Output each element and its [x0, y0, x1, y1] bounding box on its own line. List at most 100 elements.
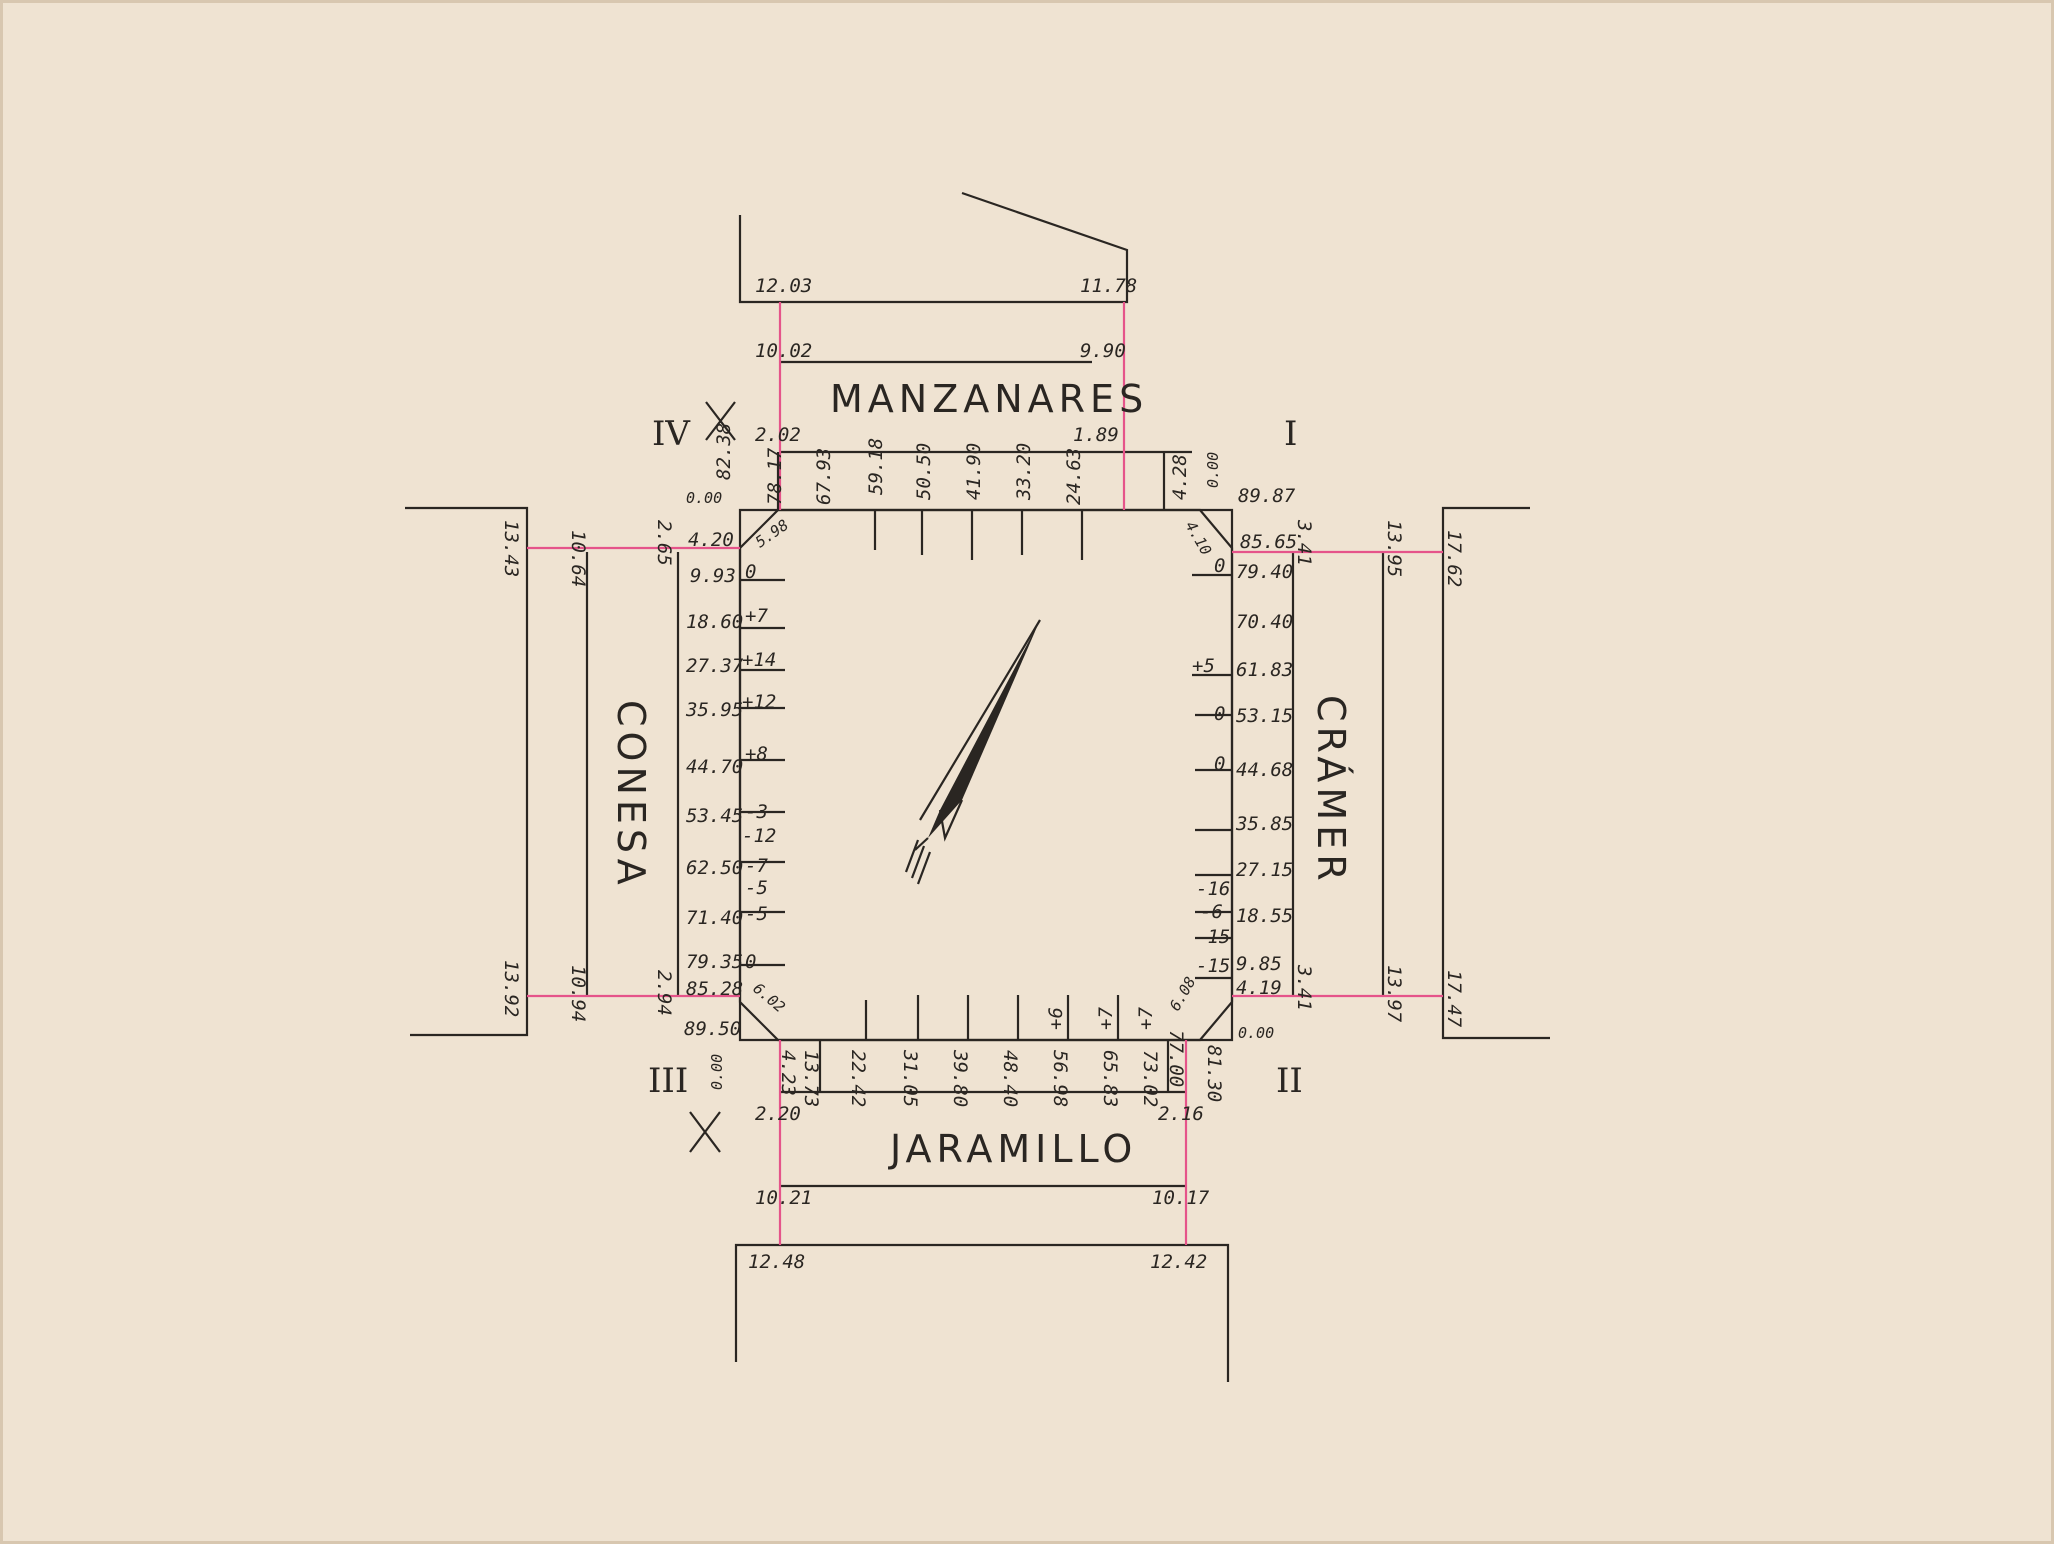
- south-right-dim-mid: 10.17: [1152, 1187, 1210, 1209]
- bottom-label-4-23: 4.23: [777, 1050, 799, 1096]
- bottom-label-81-30: 81.30: [1203, 1045, 1225, 1102]
- left-value-53-45: 53.45: [686, 805, 743, 827]
- east-bottom-dim-inner: 3.41: [1293, 964, 1315, 1011]
- corner-zero-ne: 0.00: [1204, 452, 1222, 488]
- east-top-dim-mid: 13.95: [1383, 520, 1405, 577]
- west-bottom-dim-outer: 13.92: [500, 960, 522, 1017]
- right-value-70-40: 70.40: [1236, 611, 1293, 633]
- block-chamfered-outline: [738, 508, 1234, 1042]
- left-value-71-40: 71.40: [686, 907, 743, 929]
- west-top-dim-outer: 13.43: [500, 520, 522, 577]
- east-street-far-line: [1441, 506, 1550, 1040]
- left-offset-plus-12: +12: [742, 691, 776, 713]
- north-right-dim-inner: 1.89: [1073, 424, 1119, 446]
- corner-cross-mark-nw: [705, 401, 736, 441]
- south-right-dim-inner: 2.16: [1158, 1103, 1204, 1125]
- quadrant-label-sw: III: [648, 1061, 688, 1101]
- left-value-35-95: 35.95: [685, 699, 743, 721]
- south-left-dim-outer: 12.48: [748, 1251, 805, 1273]
- west-bottom-dim-mid: 10.94: [567, 965, 589, 1022]
- quadrant-label-nw: IV: [652, 414, 691, 454]
- left-value-85-28: 85.28: [686, 978, 743, 1000]
- corner-zero-nw: 0.00: [686, 489, 722, 507]
- left-value-18-60: 18.60: [686, 611, 743, 633]
- bottom-label-31-05: 31.05: [899, 1049, 921, 1107]
- bottom-label-13-73: 13.73: [800, 1050, 822, 1107]
- east-bottom-dim-outer: 17.47: [1443, 970, 1465, 1028]
- right-value-9-85: 9.85: [1236, 953, 1282, 975]
- south-right-dim-outer: 12.42: [1150, 1251, 1207, 1273]
- east-bottom-dim-mid: 13.97: [1383, 965, 1405, 1023]
- left-offset-plus-14: +14: [742, 649, 776, 671]
- north-street-far-line: [738, 191, 1129, 304]
- bottom-label-39-80: 39.80: [949, 1049, 971, 1107]
- top-edge-measurements: 82.38 78.17 5.98 67.93 59.18 50.50 41.90…: [713, 423, 1215, 560]
- left-offset-0-bottom: 0: [745, 951, 756, 973]
- east-street: 3.41 13.95 17.62 3.41 13.97 17.47 CRÁMER: [1232, 506, 1550, 1040]
- corner-zero-se: 0.00: [1238, 1024, 1274, 1042]
- top-label-24-63: 24.63: [1063, 448, 1085, 505]
- north-left-dim-inner: 2.02: [755, 424, 801, 446]
- right-value-35-85: 35.85: [1235, 813, 1293, 835]
- right-value-89-87: 89.87: [1238, 485, 1296, 507]
- top-label-50-50: 50.50: [913, 443, 935, 500]
- top-label-4-28: 4.28: [1169, 454, 1191, 500]
- top-label-78-17: 78.17: [764, 447, 786, 505]
- right-offset-0-b: 0: [1214, 753, 1225, 775]
- west-top-dim-mid: 10.64: [567, 530, 589, 587]
- right-value-18-55: 18.55: [1236, 905, 1293, 927]
- right-offset-0-a: 0: [1214, 703, 1225, 725]
- left-offset-minus-12: -12: [742, 825, 776, 847]
- north-arrow-icon: [904, 619, 1041, 885]
- top-label-33-20: 33.20: [1013, 443, 1035, 501]
- right-edge-measurements: 89.87 85.65 79.40 70.40 61.83 53.15 44.6…: [1192, 485, 1297, 999]
- street-label-west: CONESA: [609, 700, 653, 890]
- right-value-61-83: 61.83: [1236, 659, 1293, 681]
- right-value-79-40: 79.40: [1236, 561, 1293, 583]
- bottom-offset-plus-7b: +7: [1135, 1007, 1157, 1030]
- south-left-dim-inner: 2.20: [755, 1103, 801, 1125]
- bottom-edge-measurements: 4.23 6.02 13.73 22.42 31.05 39.80 48.40 …: [749, 974, 1225, 1107]
- right-offset-0-top: 0: [1214, 555, 1225, 577]
- north-left-dim-outer: 12.03: [755, 275, 812, 297]
- left-value-79-35: 79.35: [686, 951, 743, 973]
- east-top-dim-inner: 3.41: [1293, 519, 1315, 566]
- west-street-far-line: [405, 506, 529, 1037]
- bottom-label-77-00: 77.00: [1165, 1030, 1187, 1087]
- left-offset-minus-7: -7: [745, 855, 768, 877]
- street-label-east: CRÁMER: [1309, 695, 1353, 886]
- west-bottom-dim-inner: 2.94: [653, 970, 675, 1016]
- south-left-dim-mid: 10.21: [755, 1187, 812, 1209]
- right-offset-minus-6: -6: [1200, 901, 1223, 923]
- east-top-dim-outer: 17.62: [1443, 530, 1465, 587]
- right-offset-minus-16: -16: [1196, 878, 1230, 900]
- street-label-north: MANZANARES: [830, 377, 1148, 421]
- bottom-label-73-02: 73.02: [1139, 1050, 1161, 1107]
- south-street: 2.20 10.21 12.48 2.16 10.17 12.42 JARAMI…: [734, 1040, 1230, 1382]
- bottom-label-65-83: 65.83: [1099, 1050, 1121, 1107]
- top-label-67-93: 67.93: [813, 448, 835, 505]
- left-value-9-93: 9.93: [690, 565, 736, 587]
- corner-cross-mark-sw: [689, 1111, 721, 1153]
- left-value-44-70: 44.70: [686, 756, 743, 778]
- left-value-27-37: 27.37: [686, 655, 744, 677]
- left-offset-0: 0: [745, 561, 756, 583]
- top-label-41-90: 41.90: [963, 443, 985, 500]
- top-label-59-18: 59.18: [865, 438, 887, 495]
- right-offset-plus-5: +5: [1192, 655, 1215, 677]
- west-street: 13.43 10.64 2.65 13.92 10.94 2.94 CONESA: [405, 506, 740, 1037]
- left-value-89-50: 89.50: [684, 1018, 741, 1040]
- left-value-62-50: 62.50: [686, 857, 743, 879]
- right-offset-minus-15b: -15: [1196, 955, 1230, 977]
- right-value-27-15: 27.15: [1236, 859, 1293, 881]
- bottom-label-48-40: 48.40: [999, 1050, 1021, 1107]
- north-left-dim-mid: 10.02: [755, 340, 812, 362]
- bottom-label-22-42: 22.42: [847, 1050, 869, 1107]
- street-label-south: JARAMILLO: [888, 1127, 1137, 1171]
- quadrant-label-ne: I: [1284, 414, 1297, 454]
- north-right-dim-outer: 11.78: [1080, 275, 1137, 297]
- west-top-dim-inner: 2.65: [653, 520, 675, 566]
- right-offset-minus-15a: -15: [1196, 926, 1230, 948]
- left-offset-minus-5b: -5: [745, 903, 768, 925]
